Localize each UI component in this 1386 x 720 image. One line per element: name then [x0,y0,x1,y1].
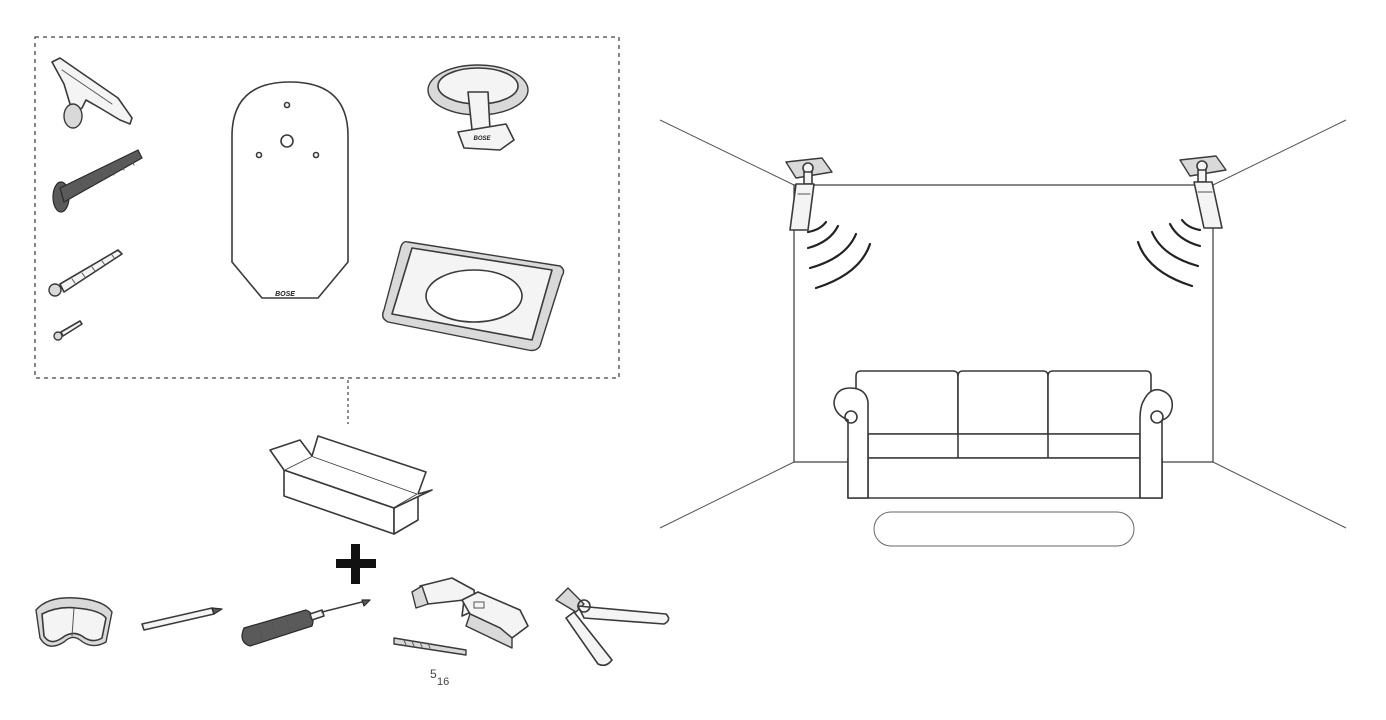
mounting-plate-icon: BOSE [232,82,348,298]
speaker-left-icon [786,158,832,230]
bracket-logo: BOSE [275,291,295,298]
screwdriver-icon [242,600,370,646]
pencil-icon [142,608,222,630]
drill-bit-icon [394,638,466,655]
speaker-right-icon [1180,156,1226,228]
mount-logo: BOSE [473,136,491,142]
open-box-icon [270,436,432,534]
room-scene [660,120,1346,546]
wood-screw-icon [49,250,122,296]
bit-size-denominator: 16 [437,676,449,688]
floor-line-right [1213,462,1346,528]
package-contents: BOSE BOSE [35,37,619,378]
toggle-anchor-icon [52,58,132,128]
cordless-drill-icon [412,578,528,648]
wire-strippers-icon [556,588,669,665]
mounting-bolt-icon [53,150,142,212]
sofa-icon [834,371,1172,498]
ceiling-mount-icon: BOSE [428,65,528,150]
drill-bit-size-label: 5 16 [430,667,449,688]
sound-waves-right [1138,220,1200,286]
ceiling-line-right [1213,120,1346,185]
safety-goggles-icon [36,598,112,646]
rug [874,512,1134,546]
bit-size-numerator: 5 [430,667,437,681]
ceiling-line-left [660,120,794,185]
sound-waves-left [808,222,870,288]
plus-icon [336,544,376,584]
small-screw-icon [54,321,82,340]
trim-ring-icon [383,242,564,351]
floor-line-left [660,462,794,528]
